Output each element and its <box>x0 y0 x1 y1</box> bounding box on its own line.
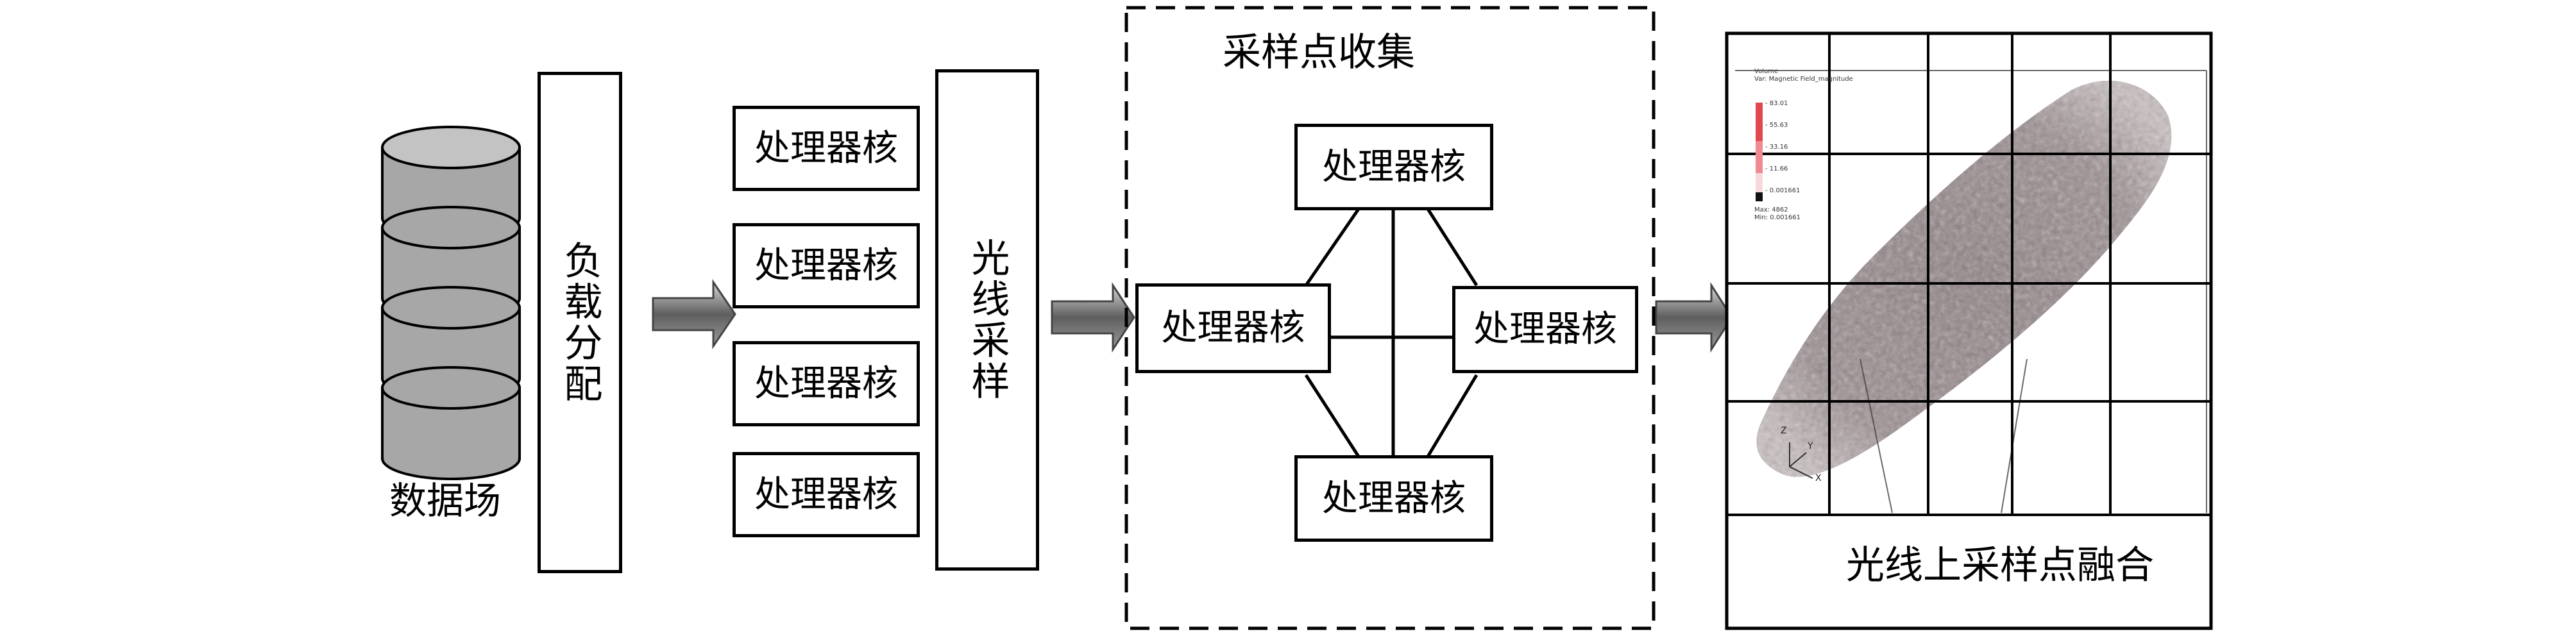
sample-collect-title: 采样点收集 <box>1223 30 1415 75</box>
legend-min: Min: 0.001661 <box>1754 214 1801 221</box>
core-label: 处理器核 <box>754 473 898 515</box>
core-box-left: 处理器核 <box>1135 283 1331 373</box>
legend-tick: - 55.63 <box>1765 122 1788 129</box>
core-label: 处理器核 <box>754 362 898 405</box>
load-balance-label: 负载分配 <box>557 240 602 405</box>
arrow-3-icon <box>1655 281 1733 353</box>
core-label: 处理器核 <box>1473 308 1617 350</box>
database-cylinder-icon <box>381 126 521 480</box>
legend-minmax: Max: 4862 Min: 0.001661 <box>1754 206 1801 222</box>
arrow-1-icon <box>652 279 736 349</box>
volume-render-image <box>1756 80 2172 477</box>
core-box-bottom: 处理器核 <box>1294 455 1493 542</box>
ray-sampling-label: 光线采样 <box>965 238 1010 402</box>
core-box-top: 处理器核 <box>1294 124 1493 210</box>
grid-overlay <box>1727 33 2211 516</box>
arrow-2-icon <box>1051 282 1135 353</box>
legend-tick: - 11.66 <box>1765 165 1788 172</box>
legend-tick: - 83.01 <box>1765 100 1788 107</box>
core-connections <box>1304 208 1479 458</box>
sample-collect-frame <box>1124 6 1656 630</box>
legend-max: Max: 4862 <box>1754 206 1788 213</box>
core-label: 处理器核 <box>754 244 898 287</box>
axis-y-label: Y <box>1808 441 1813 451</box>
core-box-4: 处理器核 <box>733 452 920 537</box>
axis-x-label: X <box>1815 473 1822 483</box>
core-box-1: 处理器核 <box>733 106 920 191</box>
core-box-3: 处理器核 <box>733 341 920 426</box>
ray-sampling-box: 光线采样 <box>935 69 1039 571</box>
core-box-2: 处理器核 <box>733 223 920 308</box>
render-panel <box>1725 31 2213 630</box>
core-label: 处理器核 <box>1322 477 1466 519</box>
core-label: 处理器核 <box>1161 307 1305 349</box>
legend-tick: - 0.001661 <box>1765 187 1801 194</box>
core-box-right: 处理器核 <box>1452 286 1638 373</box>
legend-variable: Var: Magnetic Field_magnitude <box>1754 76 1853 83</box>
legend-tick: - 33.16 <box>1765 144 1788 151</box>
data-field-label: 数据场 <box>389 479 502 523</box>
core-label: 处理器核 <box>754 127 898 169</box>
legend-ticks: - 83.01 - 55.63 - 33.16 - 11.66 - 0.0016… <box>1765 100 1801 194</box>
core-label: 处理器核 <box>1322 146 1466 188</box>
load-balance-box: 负载分配 <box>538 72 622 573</box>
axis-z-label: Z <box>1781 426 1787 436</box>
render-legend: Volume Var: Magnetic Field_magnitude <box>1754 68 1853 83</box>
fusion-label: 光线上采样点融合 <box>1846 543 2154 588</box>
legend-title: Volume <box>1754 68 1779 75</box>
axis-triad-icon <box>1789 442 1813 479</box>
color-legend-bar <box>1756 103 1763 201</box>
